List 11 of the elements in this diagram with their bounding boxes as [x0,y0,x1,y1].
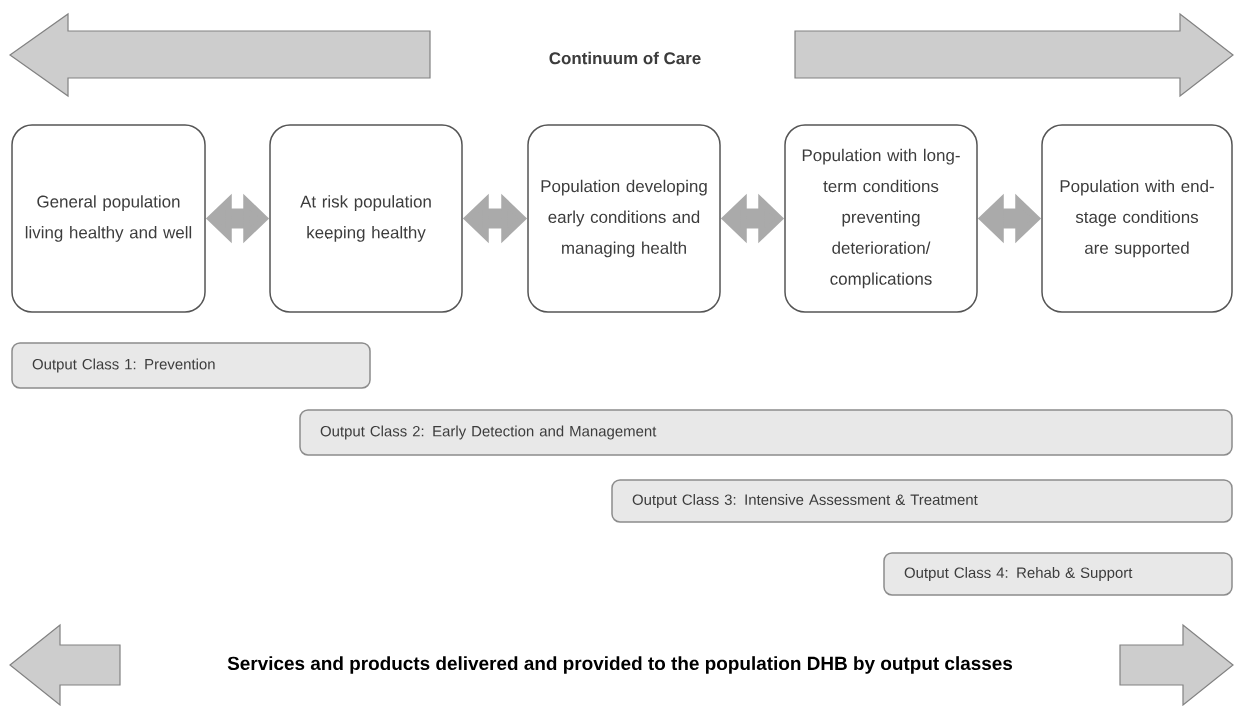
output-class-bar: Output Class 4: Rehab & Support [883,552,1233,596]
caption: Services and products delivered and provided to the population DHB by output classes [227,656,1013,674]
output-class-bar: Output Class 3: Intensive Assessment & Treatment [611,479,1233,523]
title: Continuum of Care [549,51,701,65]
stage-box: Population with long-term conditions preventing deterioration/ complications [784,124,978,313]
stage-box: At risk population keeping healthy [269,124,463,313]
stage-box: Population with end-stage conditions are supported [1041,124,1233,313]
output-class-bar: Output Class 2: Early Detection and Management [299,409,1233,456]
stage-box: Population developing early conditions and managing health [527,124,721,313]
output-class-bar: Output Class 1: Prevention [11,342,371,389]
stage-box: General population living healthy and well [11,124,206,313]
